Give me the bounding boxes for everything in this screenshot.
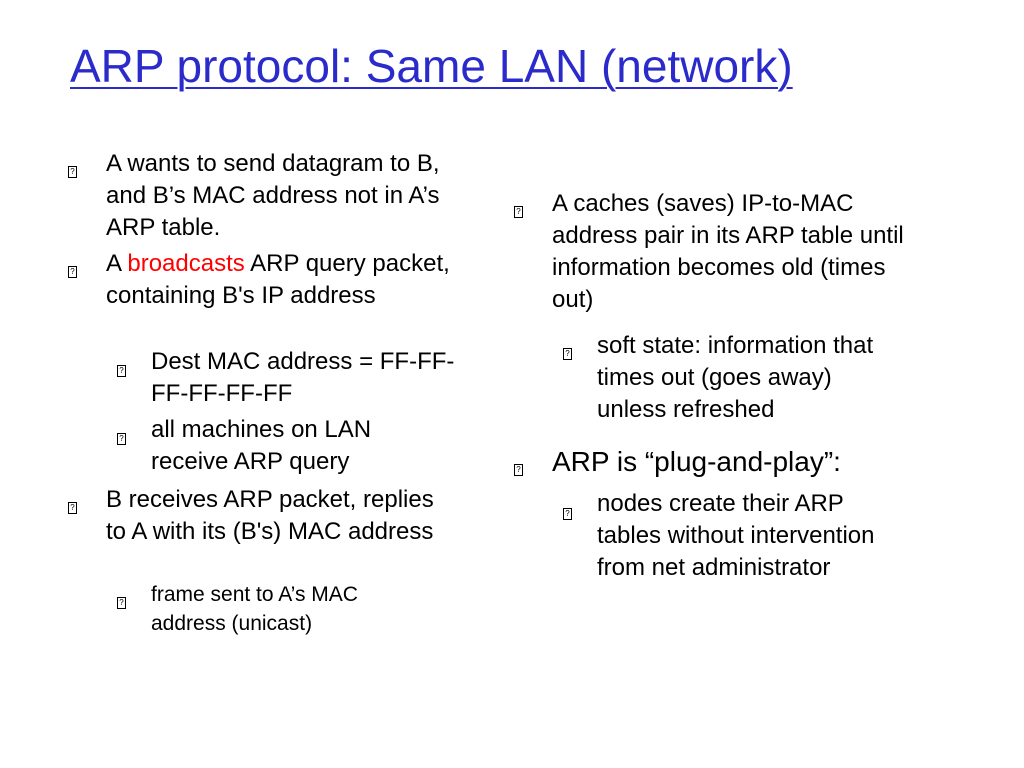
bullet-icon: ? [514, 464, 523, 476]
sub-bullet-nodes-create: nodes create their ARP tables without in… [597, 490, 875, 581]
right-bullet-plug-and-play: ARP is “plug-and-play”: [552, 446, 841, 477]
bullet-icon: ? [563, 348, 572, 360]
sub-bullet-soft-state: soft state: information that times out (… [597, 332, 874, 423]
slide-title: ARP protocol: Same LAN (network) [70, 40, 793, 92]
bullet-icon: ? [117, 433, 126, 445]
bullet-icon: ? [68, 166, 77, 178]
broadcast-suffix: ARP query packet, containing B's IP addr… [106, 250, 450, 309]
left-bullet-want-send: A wants to send datagram to B, and B’s M… [106, 150, 440, 241]
left-bullet-b-receives: B receives ARP packet, replies to A with… [106, 486, 434, 545]
left-bullet-broadcast: A broadcasts ARP query packet, containin… [106, 248, 476, 312]
bullet-icon: ? [68, 266, 77, 278]
bullet-icon: ? [117, 365, 126, 377]
sub-bullet-all-machines: all machines on LAN receive ARP query [151, 416, 372, 475]
right-bullet-caches: A caches (saves) IP-to-MAC address pair … [552, 190, 904, 313]
bullet-icon: ? [68, 502, 77, 514]
bullet-icon: ? [514, 206, 523, 218]
broadcasts-highlight: broadcasts [127, 250, 245, 277]
sub-bullet-dest-mac: Dest MAC address = FF-FF-FF-FF-FF-FF [151, 348, 455, 407]
broadcast-prefix: A [106, 250, 121, 277]
sub-bullet-frame-sent: frame sent to A’s MAC address (unicast) [151, 583, 358, 635]
bullet-icon: ? [117, 597, 126, 609]
bullet-icon: ? [563, 508, 572, 520]
